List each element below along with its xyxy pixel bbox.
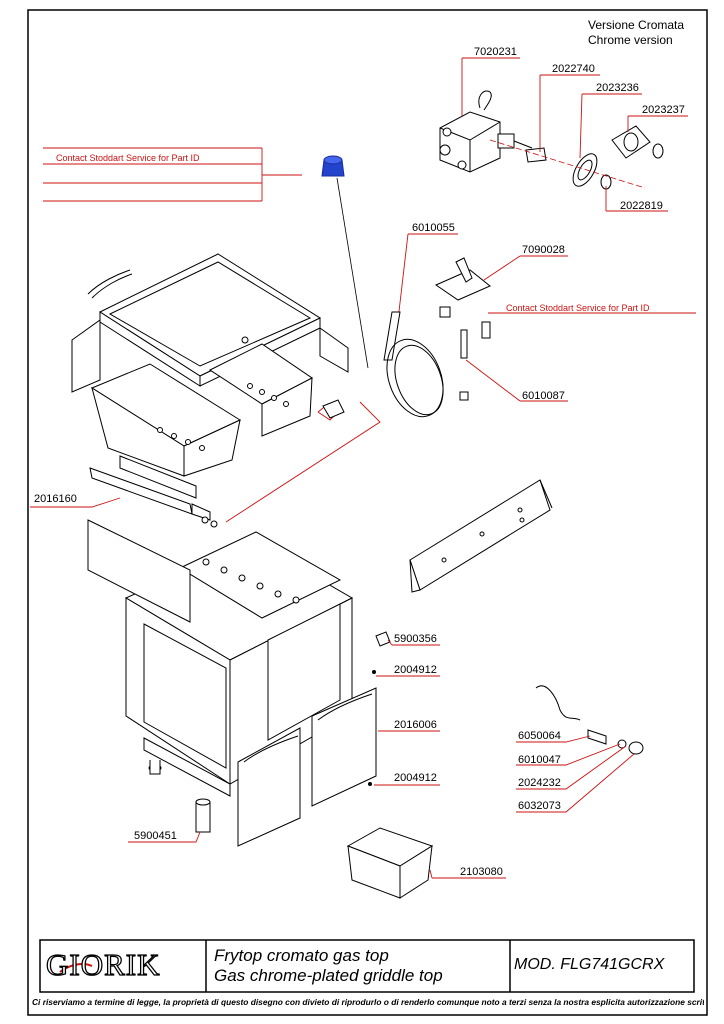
callout-2004912-top: 2004912 bbox=[394, 664, 437, 676]
callout-5900356: 5900356 bbox=[394, 633, 437, 645]
control-panel bbox=[409, 479, 553, 593]
drawing-title-english: Gas chrome-plated griddle top bbox=[214, 966, 443, 985]
burner-tube bbox=[89, 455, 211, 521]
griddle-plate bbox=[71, 253, 349, 393]
callout-2103080: 2103080 bbox=[460, 866, 503, 878]
version-label-italian: Versione Cromata bbox=[588, 18, 685, 32]
unknown-part-bracket-left bbox=[43, 147, 302, 202]
logo-swoosh bbox=[59, 963, 93, 973]
callout-2022819: 2022819 bbox=[620, 200, 663, 212]
gas-valve-assembly bbox=[439, 90, 664, 190]
burner-box-right bbox=[208, 343, 313, 437]
front-door-left bbox=[143, 623, 301, 847]
model-number: MOD. FLG741GCRX bbox=[514, 956, 665, 973]
title-block bbox=[39, 939, 695, 993]
callout-2016006: 2016006 bbox=[394, 719, 437, 731]
callout-6010055: 6010055 bbox=[412, 222, 455, 234]
leader-lines-middle bbox=[30, 233, 696, 523]
front-door-right bbox=[311, 687, 377, 807]
callout-2016160: 2016160 bbox=[34, 493, 77, 505]
callout-6050064: 6050064 bbox=[518, 730, 561, 742]
callout-2023236: 2023236 bbox=[596, 82, 639, 94]
side-panel bbox=[87, 519, 191, 623]
copyright-notice: Ci riserviamo a termine di legge, la pro… bbox=[32, 997, 704, 1007]
callout-6032073: 6032073 bbox=[518, 800, 561, 812]
ignition-parts bbox=[535, 685, 644, 755]
callout-5900451: 5900451 bbox=[134, 830, 177, 842]
giorik-logo: GIORIK bbox=[45, 947, 161, 982]
pilot-assembly bbox=[383, 257, 491, 418]
drawing-title-italian: Frytop cromato gas top bbox=[214, 946, 389, 965]
leader-lines-bottom bbox=[128, 639, 635, 879]
small-valve bbox=[322, 399, 345, 419]
callout-contact-service-right: Contact Stoddart Service for Part ID bbox=[506, 303, 650, 313]
drawing-frame bbox=[27, 9, 708, 1016]
valve-axis-line bbox=[489, 139, 646, 189]
cabinet-parts bbox=[195, 631, 434, 899]
callout-2004912-bottom: 2004912 bbox=[394, 772, 437, 784]
burner-box-left bbox=[90, 363, 242, 477]
blue-knob bbox=[321, 155, 345, 177]
callout-7090028: 7090028 bbox=[522, 244, 565, 256]
callout-2023237: 2023237 bbox=[642, 104, 685, 116]
leader-lines-top bbox=[461, 57, 688, 212]
callout-6010087: 6010087 bbox=[522, 390, 565, 402]
callout-7020231: 7020231 bbox=[474, 46, 517, 58]
callout-2024232: 2024232 bbox=[518, 777, 561, 789]
callout-contact-service-left: Contact Stoddart Service for Part ID bbox=[56, 153, 200, 163]
version-label-english: Chrome version bbox=[588, 33, 673, 47]
callout-2022740: 2022740 bbox=[552, 63, 595, 75]
callout-6010047: 6010047 bbox=[518, 754, 561, 766]
